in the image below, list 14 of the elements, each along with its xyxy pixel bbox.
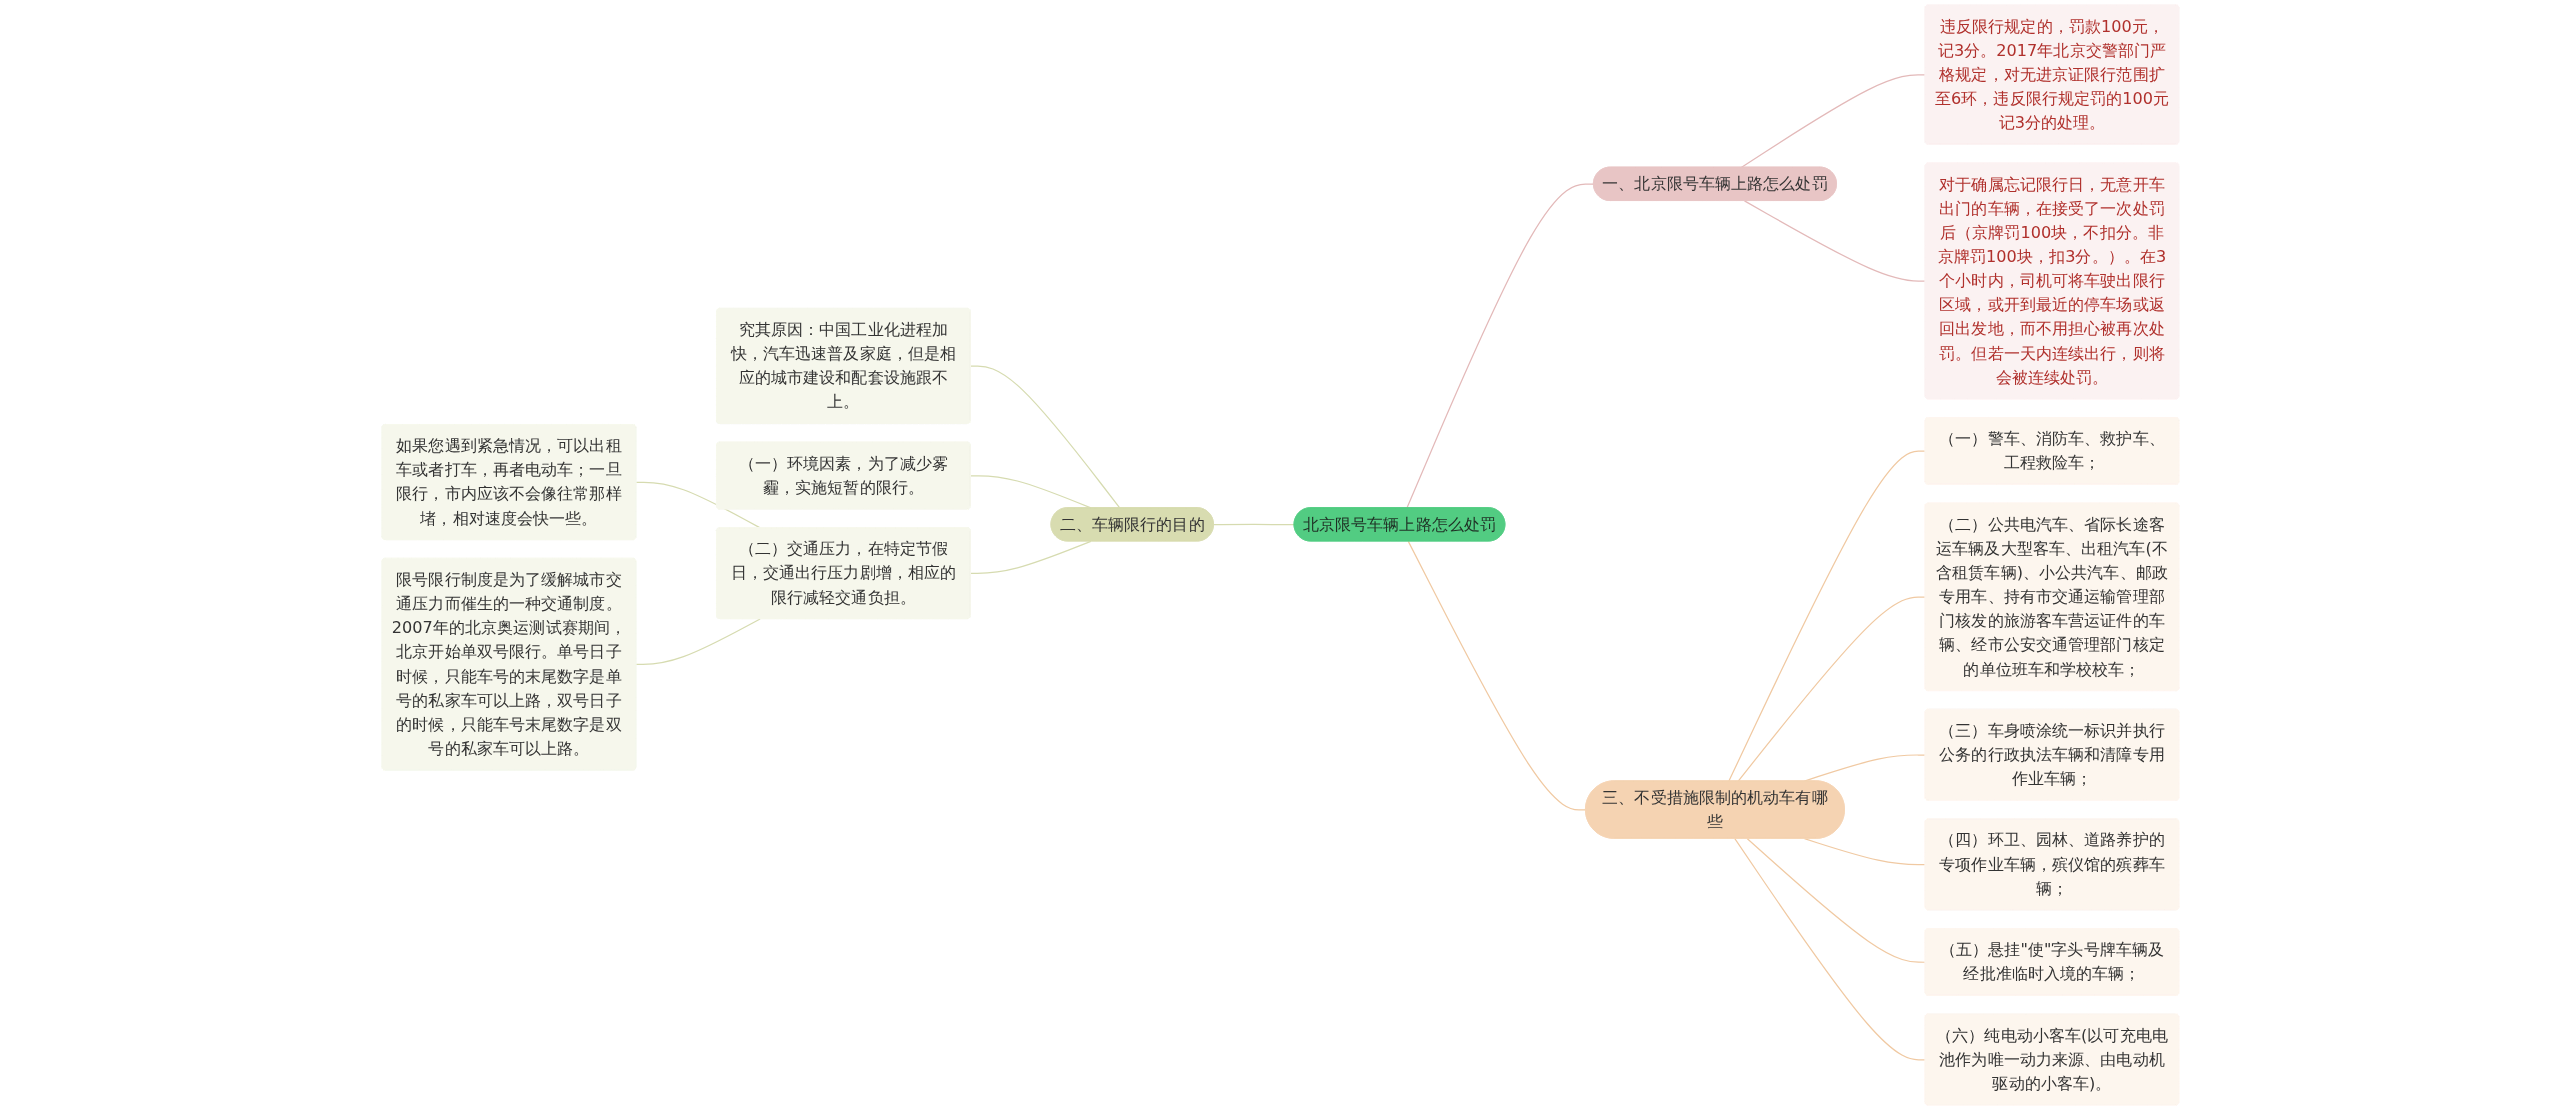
connector: [1740, 74, 1926, 168]
connector: [1743, 200, 1926, 282]
connector: [1212, 523, 1295, 526]
connector: [635, 481, 761, 529]
connector: [1737, 596, 1926, 782]
connector: [969, 365, 1120, 509]
connector: [1727, 450, 1926, 782]
connector: [1733, 838, 1926, 1061]
connector: [1746, 838, 1926, 963]
connector: [969, 475, 1091, 509]
connector: [1405, 183, 1594, 509]
connector: [1407, 540, 1586, 811]
connector: [969, 540, 1091, 575]
connector: [635, 618, 761, 666]
